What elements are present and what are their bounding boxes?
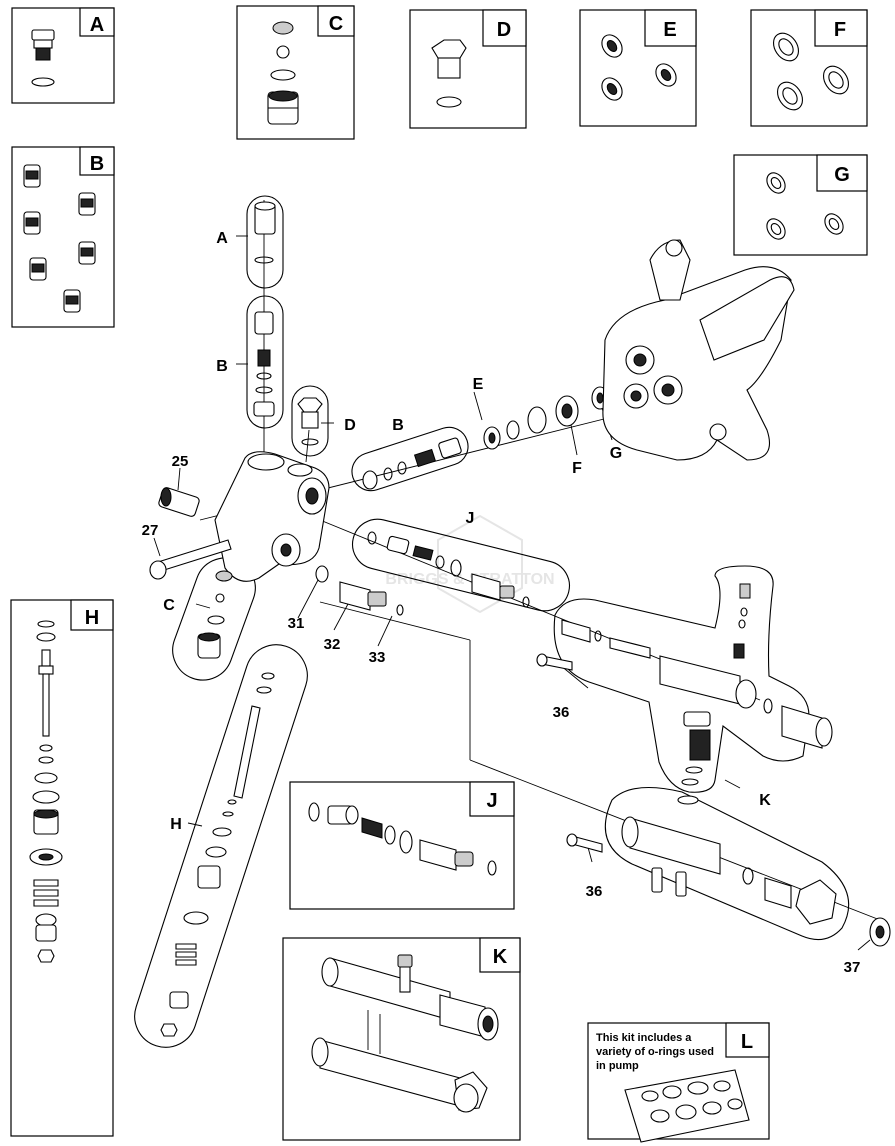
kit-label-k: K	[493, 946, 508, 968]
kit-box-f: F	[750, 9, 868, 127]
group-outline-k	[553, 565, 810, 793]
kit-box-d: D	[409, 9, 527, 129]
callout-h: H	[170, 816, 182, 833]
part-number-33: 33	[369, 649, 386, 666]
kit-label-f: F	[834, 19, 846, 41]
watermark-text: BRIGGS & STRATTON	[385, 571, 554, 588]
kit-box-j: J	[289, 781, 515, 910]
kit-box-b: B	[11, 146, 115, 328]
callout-b2: B	[392, 417, 404, 434]
callout-e: E	[473, 376, 484, 393]
part-number-27: 27	[142, 522, 159, 539]
kit-box-g: G	[733, 154, 868, 256]
stack-c	[197, 570, 233, 659]
stack-a-b	[253, 201, 276, 417]
group-outline-a	[246, 195, 284, 289]
group-outline-b-horizontal	[351, 426, 469, 492]
stack-b-horizontal	[362, 437, 462, 490]
manifold-assembly	[311, 954, 499, 1113]
group-outline-j	[352, 518, 570, 612]
kit-box-a: A	[11, 7, 115, 104]
kit-label-j: J	[486, 790, 497, 812]
part-number-36-lower: 36	[586, 883, 603, 900]
kit-l-note-line-2: variety of o-rings used	[596, 1046, 714, 1058]
group-outline-b-vertical	[246, 295, 284, 429]
check-valve-set	[23, 164, 96, 313]
parts-31-33	[315, 565, 404, 616]
seal-ring-set-f	[772, 32, 850, 111]
unloader-parts	[308, 802, 497, 876]
kit-label-b: B	[90, 153, 104, 175]
watermark: BRIGGS & STRATTON	[385, 514, 555, 614]
group-outline-h	[134, 644, 308, 1048]
callouts: A B D B E F G J C H K	[163, 230, 771, 833]
callout-k: K	[759, 792, 771, 809]
kit-box-e: E	[579, 9, 697, 127]
callout-c: C	[163, 597, 175, 614]
part-number-36-upper: 36	[553, 704, 570, 721]
seal-ring-set-g	[766, 172, 844, 240]
kit-l-note-line-1: This kit includes a	[596, 1032, 692, 1044]
callout-j: J	[466, 510, 475, 527]
group-outline-d	[291, 385, 329, 457]
kit-label-c: C	[329, 13, 343, 35]
pump-crankcase	[602, 239, 795, 461]
seal-stack-part	[267, 21, 299, 125]
hex-plug-part	[431, 39, 467, 108]
part-number-32: 32	[324, 636, 341, 653]
kit-label-e: E	[663, 19, 676, 41]
kit-label-d: D	[497, 19, 511, 41]
stack-h	[160, 672, 275, 1037]
part-number-31: 31	[288, 615, 305, 632]
main-exploded-view: BRIGGS & STRATTON	[134, 195, 891, 1048]
part-number-37: 37	[844, 959, 861, 976]
callout-d: D	[344, 417, 356, 434]
plunger-stack-part	[29, 620, 63, 963]
part-number-25: 25	[172, 453, 189, 470]
valve-cap-part	[31, 29, 55, 87]
stack-j	[367, 531, 530, 608]
group-outline-k-lower	[604, 787, 850, 941]
seal-row-efg	[483, 386, 609, 450]
callout-g: G	[610, 445, 622, 462]
stack-d	[297, 397, 323, 446]
kit-box-c: C	[236, 5, 355, 140]
seal-ring-set-e	[601, 34, 677, 101]
o-ring-sheet	[624, 1069, 750, 1143]
pump-head	[214, 451, 330, 582]
part-25-fitting	[158, 487, 200, 517]
part-numbers: 25 27 31 32 33 36 36 37	[142, 453, 861, 976]
callout-b: B	[216, 358, 228, 375]
kit-box-k: K	[282, 937, 521, 1141]
kit-box-h: H	[10, 599, 114, 1137]
part-27-bolt	[149, 539, 232, 580]
kit-label-l: L	[741, 1031, 753, 1053]
callout-a: A	[216, 230, 228, 247]
kit-l-note-line-3: in pump	[596, 1060, 639, 1072]
kit-label-h: H	[85, 607, 99, 629]
stack-k	[536, 583, 891, 947]
callout-f: F	[572, 460, 582, 477]
kit-label-a: A	[90, 14, 104, 36]
kit-label-g: G	[834, 164, 850, 186]
kit-box-l: L This kit includes a variety of o-rings…	[587, 1022, 770, 1143]
